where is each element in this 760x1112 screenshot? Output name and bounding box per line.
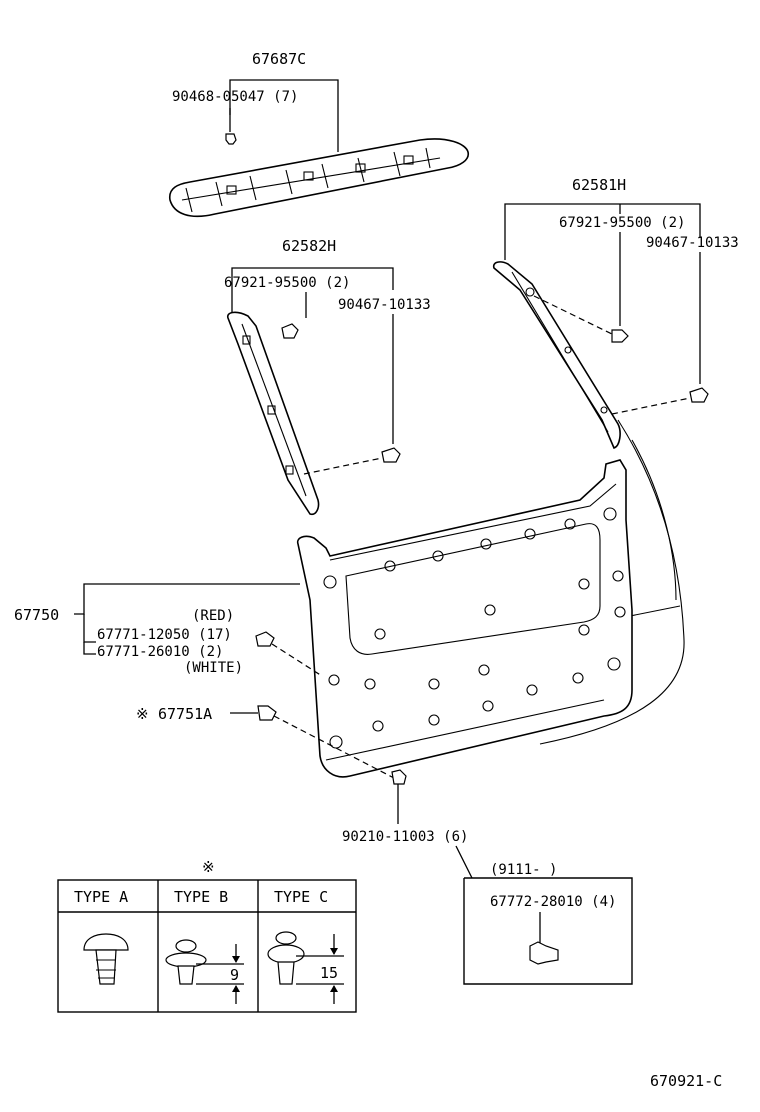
door-trim-leader <box>74 583 300 615</box>
door-trim-window <box>345 523 601 655</box>
right-trim-inner-edge <box>511 271 609 433</box>
type-b-dimension: 9 <box>230 966 239 984</box>
right-trim-label: 62581H <box>572 176 626 194</box>
top-molding-group: 67687C 90468-05047 (7) <box>168 50 470 218</box>
door-trim-part <box>296 459 633 778</box>
right-clip2-part <box>689 387 709 403</box>
type-table: ※ TYPE A TYPE B TYPE C 9 <box>57 858 357 1013</box>
type-b-header: TYPE B <box>174 888 228 906</box>
right-trim-hole <box>564 346 572 354</box>
ref-part-dash <box>273 715 395 779</box>
type-b-clip: 9 <box>165 939 244 1004</box>
door-clip-leader-2 <box>83 642 96 655</box>
type-c-clip: 15 <box>267 931 344 1004</box>
white-note: (WHITE) <box>184 660 243 676</box>
date-range-label: (9111- ) <box>490 862 557 878</box>
door-clip2-label: 67771-26010 (2) <box>97 644 223 660</box>
ref-part-label: 67751A <box>158 705 212 723</box>
alt-clip-part <box>529 941 559 965</box>
alt-clip-label: 67772-28010 (4) <box>490 894 616 910</box>
type-table-mark: ※ <box>202 858 215 876</box>
top-clip-part <box>225 133 237 145</box>
right-trim-part <box>492 261 621 449</box>
top-molding-slot <box>355 163 366 173</box>
red-note: (RED) <box>192 608 234 624</box>
right-trim-hole <box>525 287 535 297</box>
left-trim-label: 62582H <box>282 237 336 255</box>
top-molding-slot <box>226 185 237 195</box>
left-clip2-dash <box>303 457 383 475</box>
door-trim-edge <box>325 699 605 761</box>
left-trim-inner-edge <box>241 323 307 497</box>
left-trim-leader <box>231 267 394 314</box>
left-trim-slot <box>242 335 251 345</box>
door-trim-label: 67750 <box>14 606 59 624</box>
right-clip1-dash <box>533 295 613 335</box>
door-clip1-label: 67771-12050 (17) <box>97 627 232 643</box>
left-trim-slot <box>285 465 294 475</box>
diagram-code: 670921-C <box>650 1072 722 1090</box>
door-trim-fasteners <box>323 507 626 749</box>
door-clip-part <box>255 631 275 647</box>
right-trim-group: 62581H 67921-95500 (2) 90467-10133 <box>492 176 739 449</box>
type-a-clip <box>83 933 129 985</box>
top-clip-label: 90468-05047 (7) <box>172 89 298 105</box>
right-clip1-part <box>611 329 629 343</box>
ref-mark: ※ <box>136 705 149 723</box>
type-table-frame <box>57 879 357 1013</box>
bottom-clip-part <box>391 769 407 785</box>
top-molding-slot <box>403 155 414 165</box>
left-trim-slot <box>267 405 276 415</box>
type-a-header: TYPE A <box>74 888 128 906</box>
left-trim-group: 62582H 67921-95500 (2) 90467-10133 <box>224 237 431 516</box>
type-c-dimension: 15 <box>320 964 338 982</box>
ref-part-clip <box>257 705 277 721</box>
left-trim-part <box>226 311 320 516</box>
alt-clip-box: (9111- ) 67772-28010 (4) <box>463 862 633 985</box>
bottom-clip-label: 90210-11003 (6) <box>342 829 468 845</box>
door-trim-group: 67750 (RED) 67771-12050 (17) 67771-26010… <box>14 419 685 879</box>
bottom-clip-to-box <box>455 845 473 879</box>
type-c-header: TYPE C <box>274 888 328 906</box>
left-clip1-part <box>281 323 299 339</box>
left-clip1-label: 67921-95500 (2) <box>224 275 350 291</box>
right-clip2-dash <box>611 397 691 415</box>
top-molding-leader <box>229 79 339 152</box>
right-clip2-label: 90467-10133 <box>646 235 739 251</box>
door-clip-leader <box>83 614 96 643</box>
top-molding-slot <box>303 171 314 181</box>
alt-clip-frame <box>463 877 633 985</box>
top-molding-ribs <box>185 147 431 213</box>
door-trim-edge <box>329 483 617 561</box>
left-clip2-part <box>381 447 401 463</box>
right-trim-leader <box>504 203 701 260</box>
left-clip2-label: 90467-10133 <box>338 297 431 313</box>
body-outline-line <box>539 419 685 745</box>
body-outline-line <box>631 439 677 601</box>
right-trim-hole <box>600 406 608 414</box>
top-molding-label: 67687C <box>252 50 306 68</box>
right-clip1-label: 67921-95500 (2) <box>559 215 685 231</box>
